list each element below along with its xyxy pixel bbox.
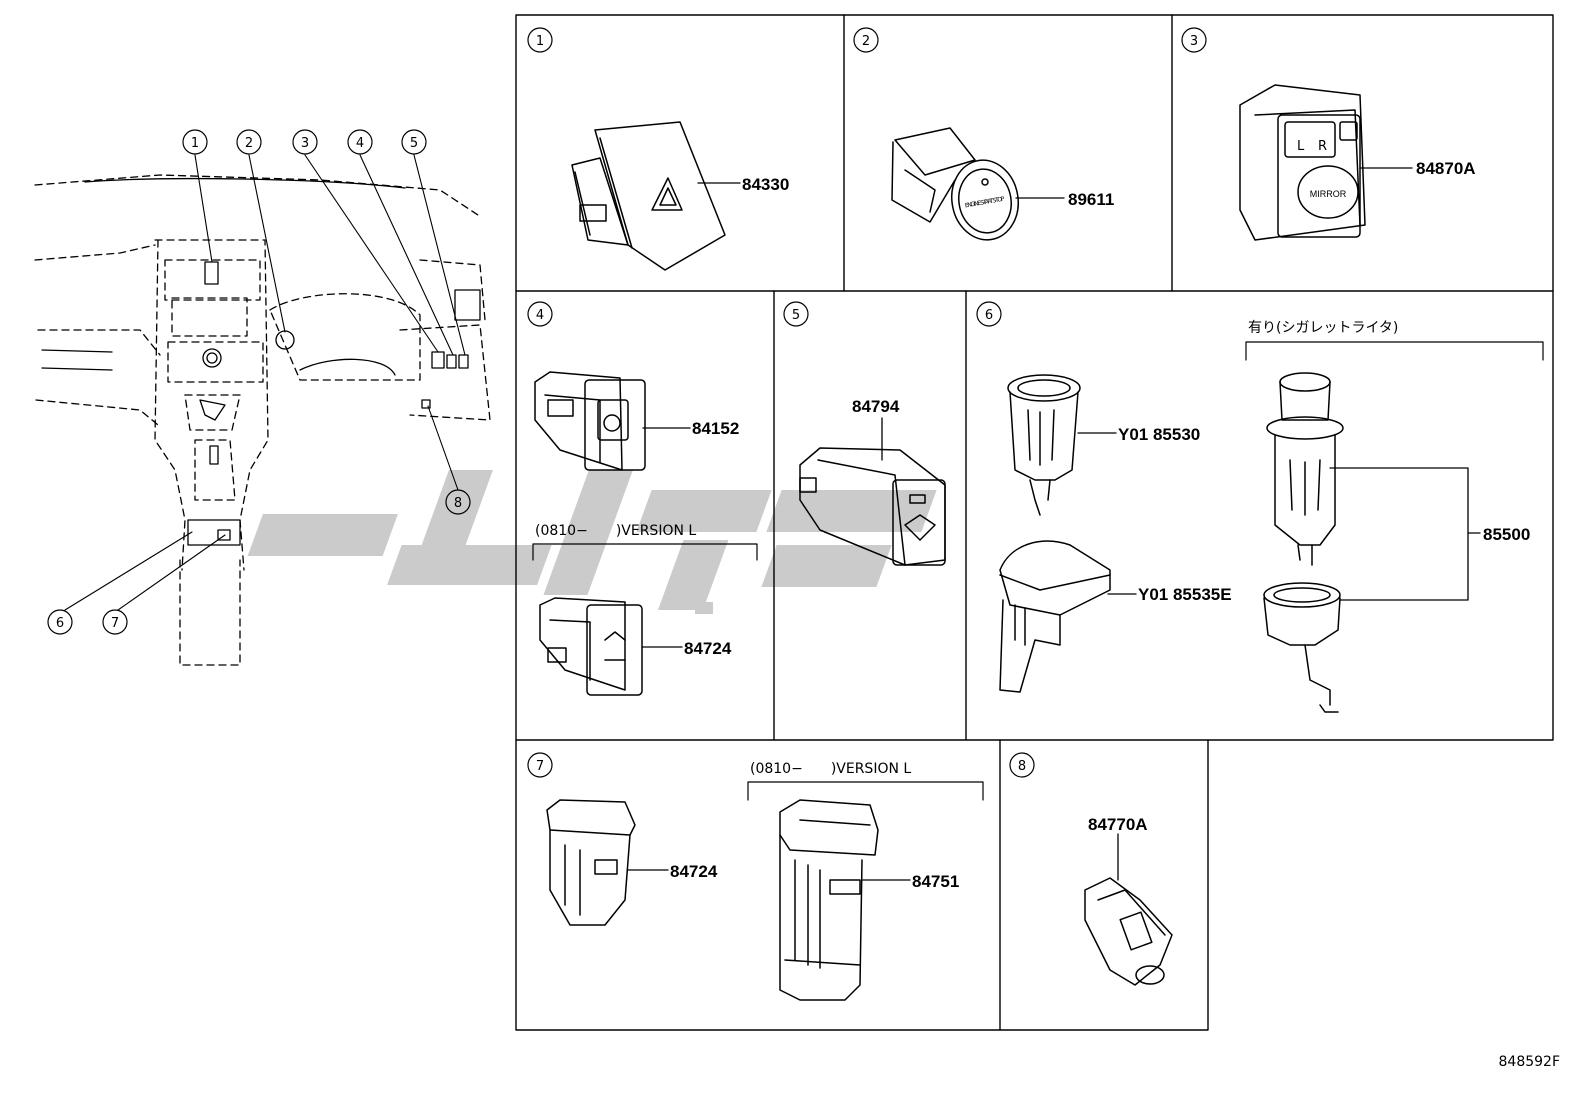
- svg-text:2: 2: [245, 136, 253, 151]
- cigarette-lighter-note: 有り(シガレットライタ): [1248, 320, 1398, 336]
- part-number-84724-b: 84724: [670, 862, 718, 881]
- callout-6: 6: [47, 609, 73, 635]
- mirror-label: MIRROR: [1310, 189, 1347, 199]
- callout-8: 8: [445, 489, 471, 515]
- part-number-84724-a: 84724: [684, 639, 732, 658]
- engine-start-label: ENGINE START STOP: [964, 196, 1005, 210]
- overview-callouts: 1 2 3 4 5 8 6 7: [47, 129, 471, 635]
- engine-start-switch: ENGINE START STOP: [891, 127, 1019, 241]
- part-number-84794: 84794: [852, 397, 900, 416]
- svg-text:8: 8: [1018, 759, 1026, 774]
- panel-badge-5: 5: [783, 301, 809, 327]
- mirror-r-label: R: [1318, 139, 1327, 154]
- headlamp-leveling-switch: [534, 371, 646, 471]
- callout-5: 5: [401, 129, 427, 155]
- part-number-85500: 85500: [1483, 525, 1530, 544]
- lighter-socket: [1263, 582, 1341, 713]
- panel-badge-7: 7: [527, 752, 553, 778]
- panel-badge-3: 3: [1181, 27, 1207, 53]
- callout-leaders: [64, 154, 466, 611]
- panel-badge-6: 6: [976, 301, 1002, 327]
- part-number-84751: 84751: [912, 872, 959, 891]
- callout-2: 2: [236, 129, 262, 155]
- svg-text:3: 3: [1190, 34, 1198, 49]
- version-note-7: (0810− )VERSION L: [750, 761, 911, 777]
- svg-text:3: 3: [301, 136, 309, 151]
- svg-text:6: 6: [56, 616, 64, 631]
- part-number-y01-85530: Y01 85530: [1118, 425, 1200, 444]
- panel-grid: [515, 14, 1554, 1031]
- part-number-89611: 89611: [1068, 190, 1114, 209]
- switch-84724: [546, 799, 636, 926]
- callout-4: 4: [347, 129, 373, 155]
- svg-text:4: 4: [356, 136, 364, 151]
- figure-code: 848592F: [1499, 1054, 1561, 1070]
- cigarette-lighter: [1266, 372, 1344, 566]
- panel-badge-8: 8: [1009, 752, 1035, 778]
- svg-text:2: 2: [862, 34, 870, 49]
- callout-7: 7: [102, 609, 128, 635]
- panel-badge-2: 2: [853, 27, 879, 53]
- svg-text:8: 8: [454, 496, 462, 511]
- svg-text:1: 1: [536, 34, 544, 49]
- svg-text:7: 7: [111, 616, 119, 631]
- mirror-control-switch: L R MIRROR: [1239, 84, 1366, 241]
- connector-84770a: [1084, 877, 1173, 986]
- part-number-84870a: 84870A: [1416, 159, 1476, 178]
- part-number-84770a: 84770A: [1088, 815, 1148, 834]
- callout-1: 1: [182, 129, 208, 155]
- svg-text:5: 5: [792, 308, 800, 323]
- part-number-y01-85535e: Y01 85535E: [1138, 585, 1232, 604]
- svg-text:5: 5: [410, 136, 418, 151]
- power-outlet-socket: [1007, 374, 1081, 516]
- switch-84751: [779, 799, 879, 1001]
- vsc-off-switch: [539, 597, 643, 696]
- hazard-switch: [571, 121, 726, 271]
- part-number-84330: 84330: [742, 175, 789, 194]
- version-note-4: (0810− )VERSION L: [535, 523, 696, 539]
- defogger-switch: [799, 447, 946, 566]
- svg-text:1: 1: [191, 136, 199, 151]
- socket-cover: [999, 540, 1111, 693]
- watermark-logo: [247, 470, 937, 614]
- part-number-84152: 84152: [692, 419, 739, 438]
- mirror-l-label: L: [1297, 139, 1305, 154]
- svg-text:6: 6: [985, 308, 993, 323]
- panel-badges: 1 2 3 4 5 6 7 8: [527, 27, 1207, 778]
- panel-badge-1: 1: [527, 27, 553, 53]
- callout-3: 3: [292, 129, 318, 155]
- svg-text:4: 4: [536, 308, 544, 323]
- dashboard-overview: [34, 174, 491, 666]
- svg-text:7: 7: [536, 759, 544, 774]
- panel-badge-4: 4: [527, 301, 553, 327]
